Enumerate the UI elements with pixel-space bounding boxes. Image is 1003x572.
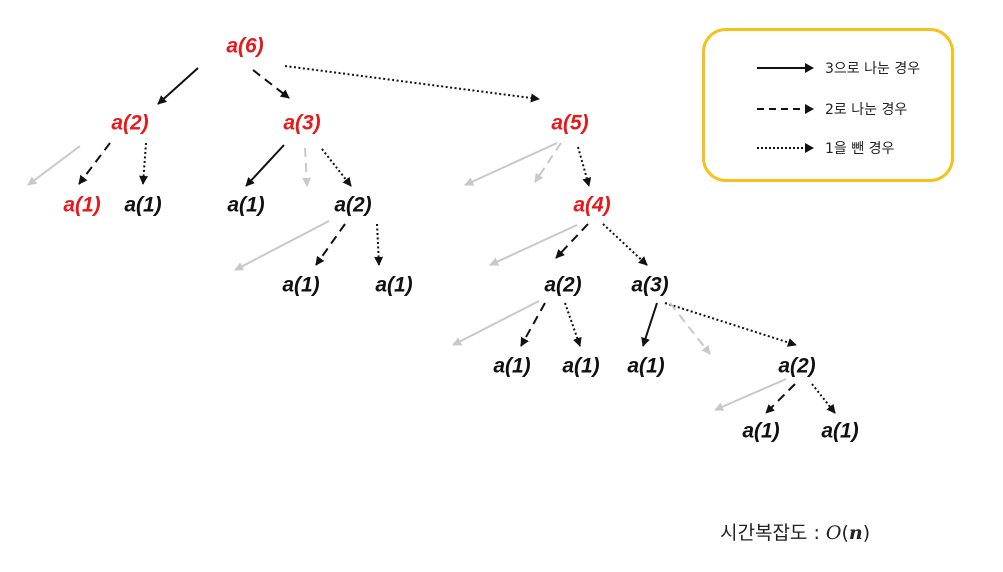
complexity-n: n [848,522,863,544]
tree-node-n8: a(4) [573,193,611,217]
tree-node-n17: a(1) [742,419,780,443]
tree-node-n10: a(1) [375,273,413,297]
tree-node-n2: a(3) [283,111,321,135]
tree-node-n11: a(2) [544,273,582,297]
complexity-close-paren: ) [862,522,871,544]
legend-item-dotted: 1을 뺀 경우 [755,138,894,158]
edge-dashed [765,383,796,414]
tree-node-n5: a(1) [124,193,162,217]
faded-edge-solid [452,300,540,346]
tree-node-n3: a(5) [551,111,589,135]
tree-node-n1: a(2) [111,111,149,135]
legend-label-dashed: 2로 나눈 경우 [825,102,908,118]
edge-dotted [374,223,384,266]
faded-edge-dashed [669,302,711,355]
edge-dotted [321,148,352,187]
tree-node-n0: a(6) [226,34,264,58]
edge-dotted [664,302,797,347]
tree-node-n6: a(1) [227,193,265,217]
tree-node-n14: a(1) [562,354,600,378]
faded-edge-dashed [302,147,312,187]
edge-solid [641,302,658,347]
tree-node-n12: a(3) [631,273,669,297]
dashed-arrow-icon [757,104,814,114]
faded-edge-dashed [534,142,562,183]
edge-solid [245,144,285,187]
edge-dashed [78,142,111,185]
edge-dotted [284,65,540,103]
faded-edge-solid [489,224,578,266]
tree-node-n7: a(2) [334,193,372,217]
complexity-prefix: 시간복잡도 : [720,522,826,544]
tree-node-n9: a(1) [282,273,320,297]
edge-dotted [577,146,592,187]
tree-node-n4: a(1) [63,193,101,217]
dotted-arrow-icon [757,143,814,153]
edge-dashed [315,223,346,266]
faded-edge-solid [27,145,81,186]
edge-dashed [520,302,546,347]
tree-node-n13: a(1) [493,354,531,378]
edge-dotted [811,383,836,414]
tree-node-n18: a(1) [821,419,859,443]
edge-dotted [139,142,149,185]
legend-label-solid: 3으로 나눈 경우 [825,61,921,77]
edge-dotted [564,302,582,347]
edges-layer [27,65,836,414]
edge-dashed [252,69,290,99]
legend-box: 3으로 나눈 경우 2로 나눈 경우 1을 뺀 경우 [702,28,954,182]
faded-edge-solid [464,142,558,186]
tree-node-n16: a(2) [778,354,816,378]
edge-dotted [602,223,648,266]
solid-arrow-icon [757,63,814,73]
tree-node-n15: a(1) [627,354,665,378]
edge-solid [157,67,199,105]
faded-edge-solid [714,378,787,411]
complexity-big-o: O [825,522,842,544]
time-complexity-label: 시간복잡도 : O(n) [720,518,870,545]
legend-item-dashed: 2로 나눈 경우 [755,99,907,119]
complexity-open-paren: ( [841,522,849,544]
faded-edge-solid [234,220,330,271]
edge-dashed [555,223,589,259]
legend-label-dotted: 1을 뺀 경우 [825,141,895,157]
legend-item-solid: 3으로 나눈 경우 [755,58,920,78]
